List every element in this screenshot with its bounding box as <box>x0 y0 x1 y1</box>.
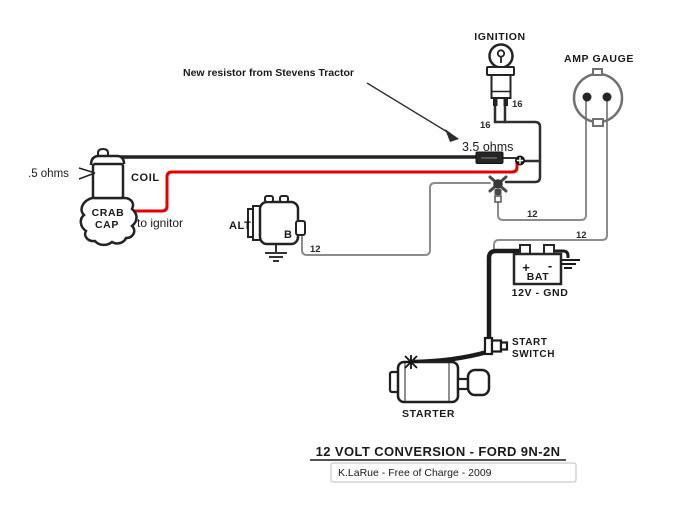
coil-body <box>91 162 125 200</box>
coil <box>89 147 126 200</box>
amp-gauge-bottom-tab <box>592 118 604 127</box>
new-resistor-note: New resistor from Stevens Tractor <box>183 67 354 79</box>
alt-b-terminal <box>295 220 306 236</box>
battery-post-negative <box>543 244 555 255</box>
ignition-label: IGNITION <box>474 31 525 43</box>
note-arrow-line <box>366 82 450 134</box>
crab-cap-label-line1: CRAB <box>92 207 125 219</box>
battery-post-positive <box>519 244 531 255</box>
start-switch <box>483 336 509 356</box>
battery-case <box>512 252 563 286</box>
junction-terminal <box>488 175 508 203</box>
coil-nipple <box>97 147 109 156</box>
amp-gauge-label: AMP GAUGE <box>564 53 634 65</box>
footer-credit: K.LaRue - Free of Charge - 2009 <box>338 467 492 479</box>
start-switch-label-line2: SWITCH <box>512 349 555 360</box>
ignition-switch <box>486 43 515 106</box>
alt-bolt-left <box>264 195 274 203</box>
cable-switch-to-starter <box>413 349 488 365</box>
to-ignitor-label: to ignitor <box>137 216 183 230</box>
alternator <box>247 195 306 246</box>
wire-gauge-ignition-lower: 16 <box>480 120 491 131</box>
wire-gauge-junction: 12 <box>527 209 538 220</box>
wire-amp-right-to-battery <box>493 96 608 253</box>
battery-plus-label: + <box>522 260 530 275</box>
resistor <box>475 151 504 164</box>
note-arrow <box>366 82 459 142</box>
note-arrow-head <box>445 129 459 142</box>
ignition-barrel <box>490 74 512 99</box>
wire-alt-to-junction <box>301 182 491 256</box>
alt-label: ALT <box>229 220 251 232</box>
battery <box>512 244 563 286</box>
amp-gauge <box>572 68 624 127</box>
amp-gauge-top-tab <box>592 68 603 76</box>
terminal-plus-mark <box>516 157 524 164</box>
wire-gauge-alt: 12 <box>310 244 321 255</box>
ignition-feed-wires <box>493 104 542 184</box>
wire-gauge-ignition-upper: 16 <box>512 99 523 110</box>
starter-terminal-star <box>404 355 418 369</box>
ignition-flange <box>486 66 515 76</box>
wire-ignition-to-junction <box>493 120 542 184</box>
cable-battery-to-ground <box>549 249 570 258</box>
ground-symbol-alt <box>265 244 287 262</box>
ignition-prong-right <box>503 98 508 106</box>
coil-label: COIL <box>131 172 160 184</box>
battery-minus-label: - <box>548 258 552 273</box>
crab-cap <box>79 196 138 247</box>
resistor-value-label: 3.5 ohms <box>462 140 513 154</box>
starter-shaft <box>456 377 470 391</box>
alt-b-terminal-label: B <box>284 229 293 241</box>
wire-gauge-battery: 12 <box>576 230 587 241</box>
alt-bolt-right <box>279 195 289 203</box>
title-block <box>310 459 577 483</box>
plus-terminal <box>515 155 525 166</box>
starter-drive <box>466 368 491 397</box>
start-switch-label-line1: START <box>512 337 548 348</box>
wire-junction-to-amp-left <box>497 96 587 221</box>
amp-gauge-terminal-left <box>582 92 592 102</box>
junction-nut <box>494 189 502 195</box>
ignition-prong-left <box>493 98 498 106</box>
start-switch-button <box>499 341 509 351</box>
credit-box <box>330 462 577 483</box>
coil-resistance-arrow <box>78 167 96 180</box>
battery-label: BAT <box>527 271 550 283</box>
starter-label: STARTER <box>402 408 455 420</box>
crab-cap-label-line2: CAP <box>95 219 119 231</box>
starter-case-seams <box>404 363 450 401</box>
amp-gauge-terminal-right <box>602 92 612 102</box>
cable-battery-to-switch <box>486 248 523 340</box>
gray-wires <box>301 96 608 256</box>
footer-title: 12 VOLT CONVERSION - FORD 9N-2N <box>316 444 561 459</box>
amp-gauge-body <box>572 72 624 124</box>
junction-center <box>493 179 503 189</box>
battery-caption: 12V - GND <box>512 287 569 299</box>
wire-red-to-ignitor <box>129 160 519 213</box>
coil-resistance-label: .5 ohms <box>28 168 69 180</box>
junction-bead <box>494 195 502 203</box>
start-switch-body <box>490 339 503 353</box>
starter <box>388 355 491 404</box>
